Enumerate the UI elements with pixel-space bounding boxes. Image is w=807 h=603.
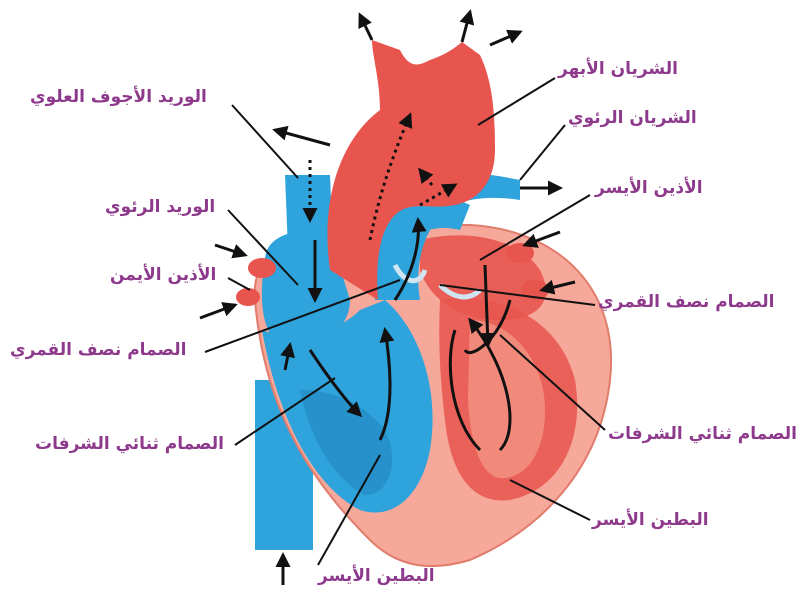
label-pulmonary-vein: الوريد الرئوي bbox=[105, 197, 216, 217]
label-bicuspid-valve-right: الصمام ثنائي الشرفات bbox=[608, 424, 798, 444]
label-pulmonary-artery: الشريان الرئوي bbox=[568, 108, 697, 128]
pulmonary-vein-stub-right-1 bbox=[506, 243, 534, 263]
label-left-atrium: الأذين الأيسر bbox=[595, 178, 703, 198]
label-right-atrium: الأذين الأيمن bbox=[110, 265, 217, 285]
label-bicuspid-valve-left: الصمام ثنائي الشرفات bbox=[35, 434, 225, 454]
label-semilunar-valve-right: الصمام نصف القمري bbox=[598, 292, 775, 312]
superior-vena-cava bbox=[285, 175, 335, 300]
flow-arrows bbox=[280, 112, 512, 452]
label-superior-vena-cava: الوريد الأجوف العلوي bbox=[30, 87, 207, 107]
label-left-ventricle-right: البطين الأيسر bbox=[592, 510, 709, 530]
pulmonary-vein-stub-bottom bbox=[236, 288, 260, 306]
semilunar-valve-shape bbox=[392, 263, 428, 284]
external-arrows bbox=[199, 9, 576, 585]
pulmonary-vein-stub-top bbox=[248, 258, 276, 278]
label-left-ventricle-bottom: البطين الأيسر bbox=[318, 566, 435, 586]
aorta-shape bbox=[327, 40, 495, 300]
bicuspid-valve-shape bbox=[438, 283, 482, 300]
right-ventricle-inner bbox=[300, 390, 393, 495]
label-semilunar-valve-left: الصمام نصف القمري bbox=[10, 340, 187, 360]
leader-lines bbox=[204, 77, 606, 566]
label-aorta: الشريان الأبهر bbox=[558, 59, 678, 79]
